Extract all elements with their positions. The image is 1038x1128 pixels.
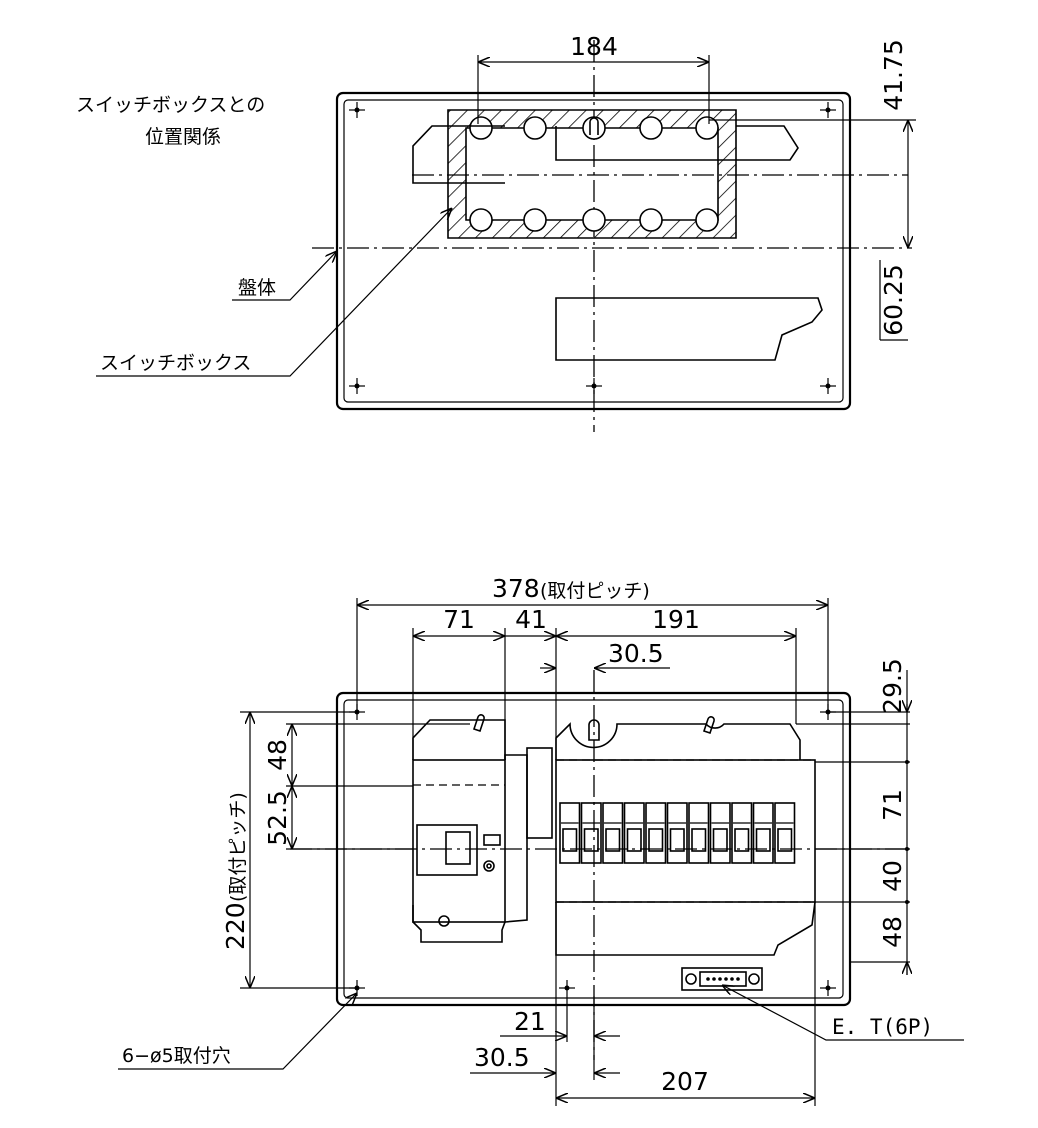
dim-41-75-text: 41.75 — [879, 39, 908, 111]
dim-71-right-text: 71 — [878, 789, 907, 821]
dim-right-column: 29.5 71 40 48 — [796, 658, 910, 975]
top-view: 184 41.75 60.25 スイッチボックスとの 位置関係 盤体 スイッチボ… — [76, 32, 916, 432]
branch-breaker — [559, 802, 581, 864]
dim-191-text: 191 — [652, 605, 700, 634]
top-mount-crosses — [349, 102, 836, 394]
dim-52-5-text: 52.5 — [263, 790, 292, 846]
dim-60-25-text: 60.25 — [879, 264, 908, 336]
main-breaker — [412, 714, 528, 943]
top-left-breaker — [412, 125, 505, 184]
label-relation-line1: スイッチボックスとの — [76, 94, 265, 116]
dim-71-top-text: 71 — [443, 605, 475, 634]
dim-21-text: 21 — [514, 1007, 546, 1036]
top-lower-component — [555, 297, 823, 361]
top-keyhole — [589, 117, 599, 135]
dim-row-2: 71 41 191 — [412, 605, 797, 760]
branch-breaker — [580, 802, 602, 864]
dim-bottom-row: 21 30.5 207 — [470, 902, 816, 1106]
dim-29-5-text: 29.5 — [878, 658, 907, 714]
dim-378-note: (取付ピッチ) — [540, 580, 650, 602]
dim-30-5-top: 30.5 — [540, 639, 670, 668]
switchbox-knockouts — [469, 116, 719, 232]
dim-220-note: (取付ピッチ) — [227, 792, 249, 902]
top-right-component — [555, 125, 799, 161]
branch-breaker — [666, 802, 688, 864]
dim-30-5-top-text: 30.5 — [608, 639, 664, 668]
dim-207-text: 207 — [661, 1067, 709, 1096]
dim-378: 378 (取付ピッチ) — [356, 574, 829, 712]
dim-48-right-text: 48 — [878, 916, 907, 948]
branch-breaker — [752, 802, 774, 864]
branch-breaker — [645, 802, 667, 864]
dim-30-5-bottom-text: 30.5 — [474, 1043, 530, 1072]
dim-184: 184 — [477, 32, 710, 124]
leader-et — [722, 985, 964, 1041]
et-terminal — [681, 967, 763, 991]
bottom-view: 378 (取付ピッチ) 71 41 191 30.5 — [118, 574, 964, 1106]
branch-breakers — [559, 802, 796, 864]
label-mount-holes: 6−ø5取付穴 — [122, 1045, 231, 1067]
dim-left-column: 48 52.5 220 (取付ピッチ) — [221, 711, 470, 989]
branch-breaker — [602, 802, 624, 864]
leader-panel — [232, 251, 337, 301]
dim-220-text: 220 — [221, 902, 250, 950]
dim-vertical-right-top: 41.75 60.25 — [709, 39, 916, 341]
branch-breaker — [731, 802, 753, 864]
label-et: E. T(6P) — [832, 1015, 933, 1039]
label-switchbox: スイッチボックス — [100, 352, 251, 374]
branch-breaker — [688, 802, 710, 864]
dim-48-left-text: 48 — [263, 739, 292, 771]
label-panel: 盤体 — [238, 277, 276, 299]
label-relation-line2: 位置関係 — [145, 126, 221, 148]
branch-breaker-area — [555, 716, 816, 956]
branch-breaker — [774, 802, 796, 864]
dim-40-text: 40 — [878, 860, 907, 892]
leader-switchbox — [96, 208, 452, 377]
branch-breaker — [623, 802, 645, 864]
bus-connector — [526, 747, 553, 839]
dim-41-text: 41 — [515, 605, 547, 634]
dim-184-text: 184 — [570, 32, 618, 61]
branch-breaker — [709, 802, 731, 864]
dim-378-text: 378 — [492, 574, 540, 603]
leader-mount-holes — [118, 993, 357, 1070]
